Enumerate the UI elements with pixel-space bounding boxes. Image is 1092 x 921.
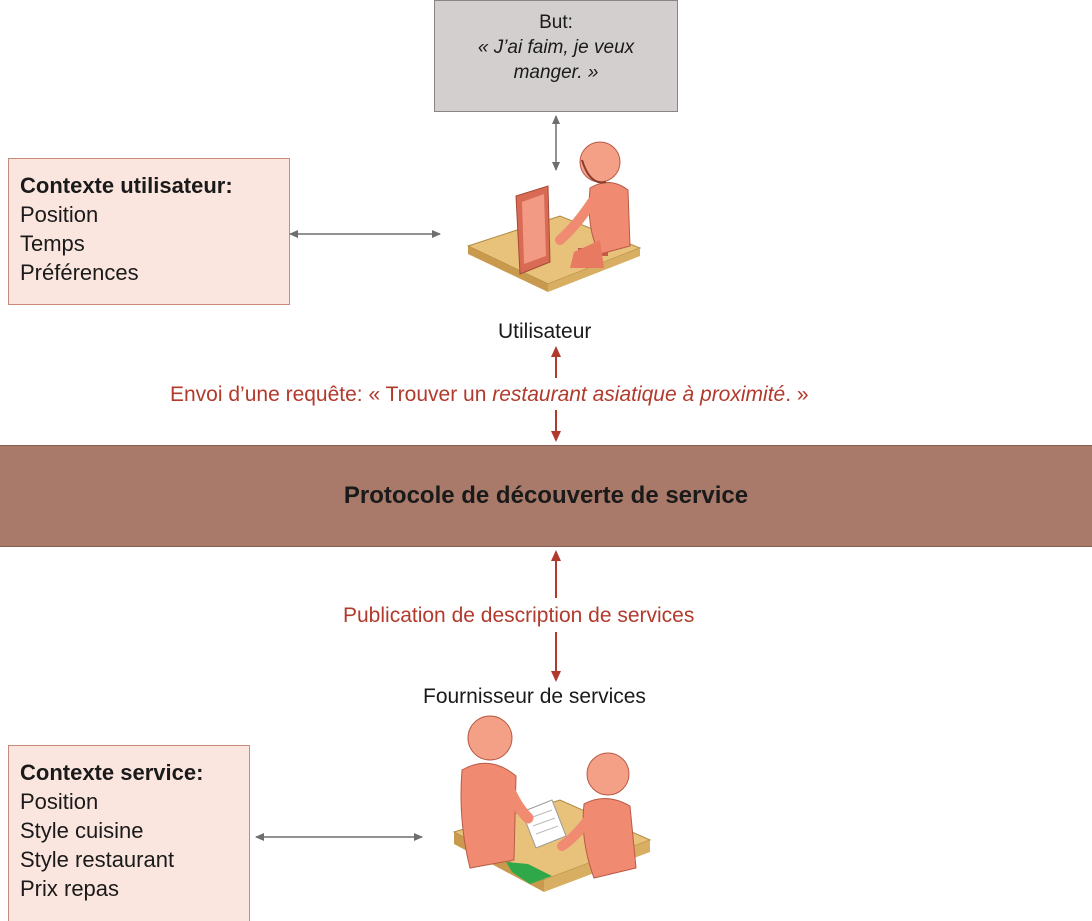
request-italic: restaurant asiatique à proximité	[492, 383, 786, 406]
user-context-item-position: Position	[20, 202, 99, 227]
user-context-item-preferences: Préférences	[20, 260, 139, 285]
service-providers-icon	[452, 715, 652, 892]
protocol-title: Protocole de découverte de service	[343, 482, 749, 509]
user-label: Utilisateur	[498, 320, 592, 343]
request-prefix: Envoi d’une requête: « Trouver un	[170, 383, 493, 406]
provider-label: Fournisseur de services	[423, 685, 646, 708]
user-context-title: Contexte utilisateur:	[20, 173, 233, 198]
protocol-band: Protocole de découverte de service	[0, 445, 1092, 547]
user-context-box: Contexte utilisateur: Position Temps Pré…	[8, 158, 290, 305]
user-context-item-time: Temps	[20, 231, 85, 256]
service-context-box: Contexte service: Position Style cuisine…	[8, 745, 250, 921]
goal-box: But: « J’ai faim, je veux manger. »	[434, 0, 678, 112]
request-suffix: . »	[785, 383, 809, 406]
service-context-item-price: Prix repas	[20, 876, 120, 901]
publication-label: Publication de description de services	[343, 604, 695, 627]
goal-quote-line2: manger. »	[513, 62, 599, 83]
goal-label: But:	[539, 12, 573, 33]
service-context-item-restaurant: Style restaurant	[20, 847, 175, 872]
service-context-item-position: Position	[20, 789, 99, 814]
user-at-computer-icon	[466, 141, 642, 292]
request-label: Envoi d’une requête: « Trouver un restau…	[170, 383, 809, 407]
service-context-item-cuisine: Style cuisine	[20, 818, 144, 843]
service-context-title: Contexte service:	[20, 760, 204, 785]
goal-quote-line1: « J’ai faim, je veux	[477, 37, 635, 58]
